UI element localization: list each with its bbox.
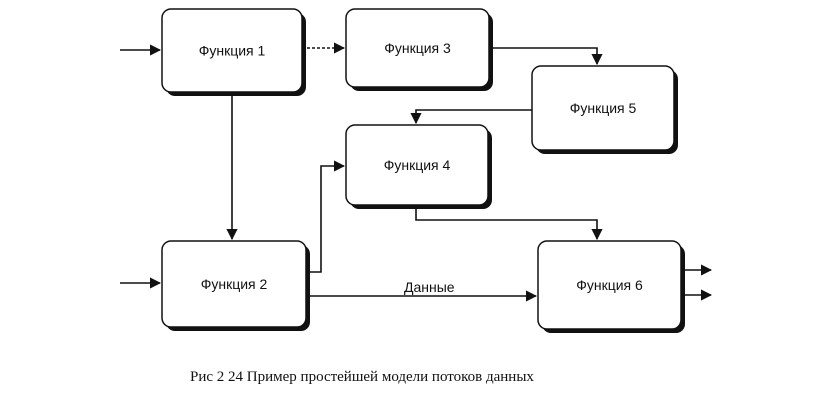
function-label-f2: Функция 2	[201, 276, 268, 292]
edge-f3-f5	[489, 47, 603, 66]
function-box-f6	[537, 240, 682, 330]
edges	[120, 42, 713, 302]
function-box-f2	[161, 240, 307, 328]
function-label-f4: Функция 4	[384, 157, 451, 173]
edge-f4-f6	[415, 205, 603, 241]
nodes: Функция 1 Функция 2 Функция 3 Функция 4 Функ…	[161, 8, 682, 330]
figure-caption: Рис 2 24 Пример простейшей модели потоко…	[190, 369, 534, 385]
function-label-f5: Функция 5	[570, 100, 637, 116]
function-box-f1	[161, 8, 303, 93]
function-box-f3	[345, 8, 490, 88]
edge-f2-f4	[306, 160, 346, 273]
edge-label-data: Данные	[404, 279, 455, 295]
edge-f5-f4	[410, 109, 532, 125]
function-box-f4	[345, 124, 489, 206]
function-box-f5	[531, 65, 675, 151]
function-label-f1: Функция 1	[199, 43, 266, 59]
function-label-f3: Функция 3	[384, 40, 451, 56]
function-label-f6: Функция 6	[576, 277, 643, 293]
